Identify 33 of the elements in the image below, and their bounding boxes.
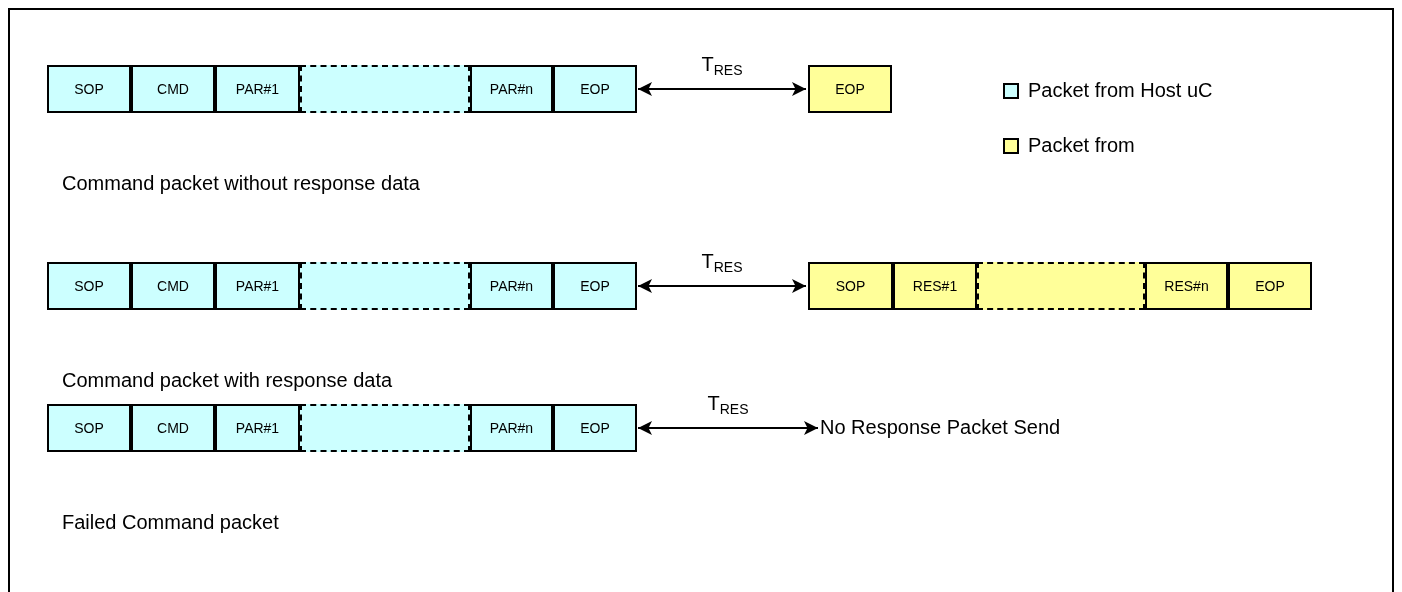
legend-text: Packet from (1028, 134, 1135, 157)
double-arrow (637, 421, 819, 435)
note-text: No Response Packet Send (820, 416, 1061, 439)
packet-field: CMD (131, 262, 215, 310)
packet-field: SOP (47, 262, 131, 310)
packet-field-gap (977, 262, 1145, 310)
packet-field: EOP (1228, 262, 1312, 310)
packet-field: PAR#n (470, 65, 553, 113)
packet-field-gap (300, 65, 470, 113)
caption-text: Command packet without response data (62, 172, 420, 195)
packet-field: CMD (131, 404, 215, 452)
packet-field: PAR#1 (215, 262, 300, 310)
packet-field: EOP (553, 65, 637, 113)
packet-field: PAR#n (470, 404, 553, 452)
packet-field: RES#1 (893, 262, 977, 310)
packet-field: RES#n (1145, 262, 1228, 310)
packet-field: EOP (553, 404, 637, 452)
double-arrow (637, 82, 807, 96)
packet-field: CMD (131, 65, 215, 113)
legend-text: Packet from Host uC (1028, 79, 1213, 102)
packet-field: SOP (47, 404, 131, 452)
caption-text: Failed Command packet (62, 511, 279, 534)
packet-field: PAR#1 (215, 404, 300, 452)
packet-field-gap (300, 404, 470, 452)
packet-field: EOP (553, 262, 637, 310)
packet-field: PAR#1 (215, 65, 300, 113)
caption-text: Command packet with response data (62, 369, 393, 392)
packet-field-gap (300, 262, 470, 310)
packet-field: PAR#n (470, 262, 553, 310)
double-arrow (637, 279, 807, 293)
packet-field: SOP (808, 262, 893, 310)
packet-field: EOP (808, 65, 892, 113)
packet-field: SOP (47, 65, 131, 113)
